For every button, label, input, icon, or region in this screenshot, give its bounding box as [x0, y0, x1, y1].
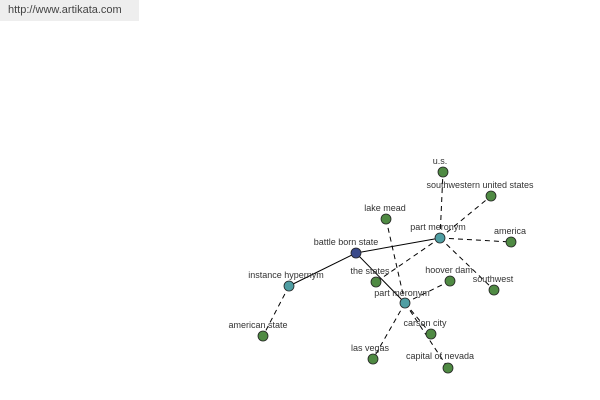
node-circle[interactable]	[350, 247, 362, 259]
node-label: carson city	[403, 318, 447, 328]
node-sw-us[interactable]: southwestern united states	[426, 180, 534, 202]
node-label: southwest	[473, 274, 514, 284]
node-circle[interactable]	[434, 232, 446, 244]
node-label: american state	[228, 320, 287, 330]
node-rel-mer2[interactable]: part meronym	[374, 288, 430, 309]
node-circle[interactable]	[425, 328, 437, 340]
node-label: u.s.	[433, 156, 448, 166]
node-label: part meronym	[410, 222, 466, 232]
node-circle[interactable]	[283, 280, 295, 292]
node-label: hoover dam	[425, 265, 473, 275]
node-circle[interactable]	[488, 284, 500, 296]
edge-root-rel_mer1	[355, 237, 441, 254]
node-circle[interactable]	[437, 166, 449, 178]
node-circle[interactable]	[485, 190, 497, 202]
node-root[interactable]: battle born state	[314, 237, 379, 259]
node-rel-hyper[interactable]: instance hypernym	[248, 270, 324, 292]
edge-rel_mer1-us	[439, 171, 444, 239]
node-lake-mead[interactable]: lake mead	[364, 203, 406, 225]
node-las-vegas[interactable]: las vegas	[351, 343, 390, 365]
node-label: las vegas	[351, 343, 390, 353]
node-america[interactable]: america	[494, 226, 526, 248]
edge-rel_mer1-southwest	[439, 237, 495, 291]
node-label: the states	[350, 266, 390, 276]
node-circle[interactable]	[367, 353, 379, 365]
edge-rel_mer1-sw_us	[439, 195, 492, 239]
node-circle[interactable]	[442, 362, 454, 374]
node-circle[interactable]	[257, 330, 269, 342]
edge-rel_mer2-las_vegas	[372, 302, 406, 360]
node-southwest[interactable]: southwest	[473, 274, 514, 296]
node-american-state[interactable]: american state	[228, 320, 288, 342]
node-label: southwestern united states	[426, 180, 534, 190]
node-label: lake mead	[364, 203, 406, 213]
node-circle[interactable]	[444, 275, 456, 287]
node-label: america	[494, 226, 526, 236]
source-url-label[interactable]: http://www.artikata.com	[0, 0, 139, 21]
node-rel-mer1[interactable]: part meronym	[410, 222, 466, 244]
node-the-states[interactable]: the states	[350, 266, 390, 288]
edge-rel_mer1-america	[439, 237, 512, 243]
edges-layer	[262, 171, 512, 369]
node-capital-nevada[interactable]: capital of nevada	[406, 351, 474, 374]
nodes-layer: battle born state instance hypernym part m…	[228, 156, 534, 374]
node-us[interactable]: u.s.	[433, 156, 449, 178]
node-label: capital of nevada	[406, 351, 474, 361]
node-circle[interactable]	[370, 276, 382, 288]
node-circle[interactable]	[399, 297, 411, 309]
edge-root-rel_mer2	[355, 252, 406, 304]
node-circle[interactable]	[380, 213, 392, 225]
node-label: part meronym	[374, 288, 430, 298]
node-carson-city[interactable]: carson city	[403, 318, 447, 340]
edge-rel_mer1-the_states	[375, 237, 441, 283]
edge-rel_hyper-american_state	[262, 285, 290, 337]
node-label: instance hypernym	[248, 270, 324, 280]
edge-rel_mer2-carson_city	[404, 302, 432, 335]
node-hoover-dam[interactable]: hoover dam	[425, 265, 473, 287]
node-circle[interactable]	[505, 236, 517, 248]
edge-root-rel_hyper	[288, 252, 357, 287]
node-label: battle born state	[314, 237, 379, 247]
